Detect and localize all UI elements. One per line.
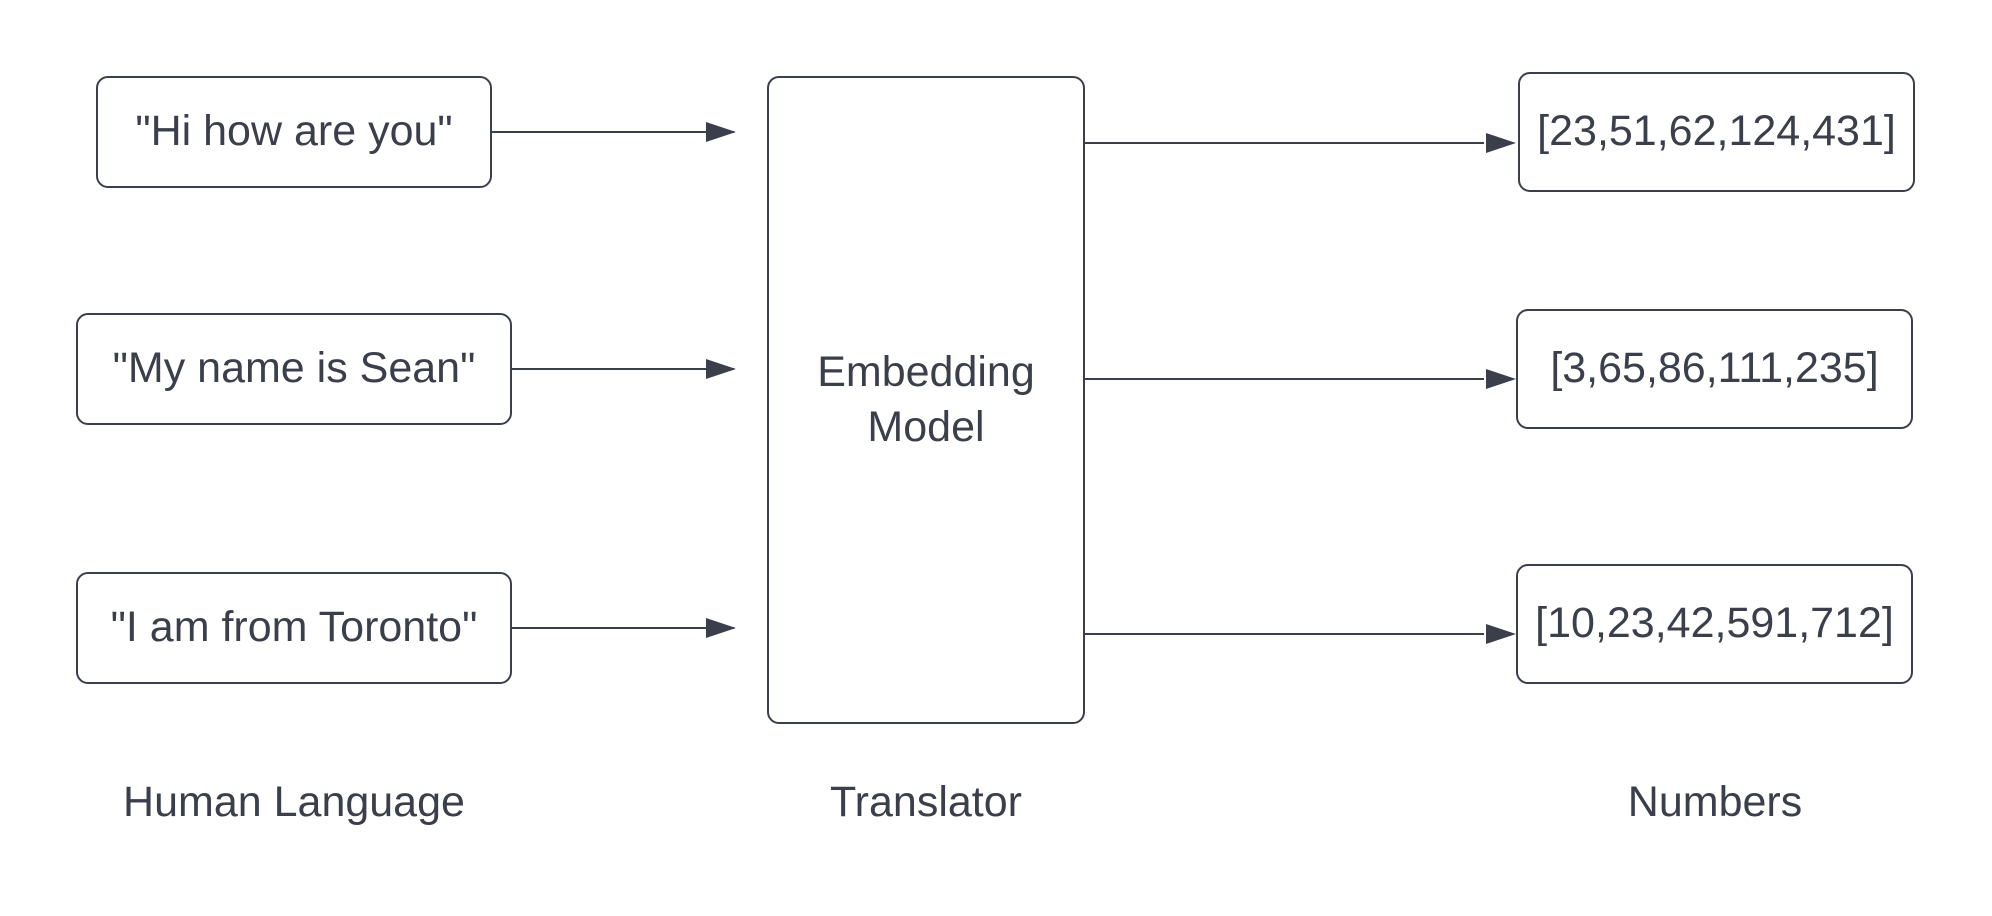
output-box-2: [3,65,86,111,235]	[1516, 309, 1913, 429]
output-text-3: [10,23,42,591,712]	[1535, 599, 1894, 648]
input-text-3: "I am from Toronto"	[110, 603, 478, 652]
output-box-3: [10,23,42,591,712]	[1516, 564, 1913, 684]
arrowhead-output-2	[1486, 369, 1516, 389]
arrowhead-output-3	[1486, 624, 1516, 644]
embedding-model-box: Embedding Model	[767, 76, 1085, 724]
input-box-2: "My name is Sean"	[76, 313, 512, 425]
input-box-1: "Hi how are you"	[96, 76, 492, 188]
arrowhead-output-1	[1486, 133, 1516, 153]
output-text-1: [23,51,62,124,431]	[1537, 107, 1896, 156]
caption-human-language: Human Language	[123, 778, 465, 826]
input-box-3: "I am from Toronto"	[76, 572, 512, 684]
model-label-line-2: Model	[867, 403, 985, 451]
input-text-2: "My name is Sean"	[112, 344, 476, 393]
arrowhead-input-3	[706, 618, 736, 638]
caption-translator: Translator	[830, 778, 1022, 826]
model-label-line-1: Embedding	[817, 348, 1035, 397]
output-box-1: [23,51,62,124,431]	[1518, 72, 1915, 192]
arrowhead-input-2	[706, 359, 736, 379]
input-text-1: "Hi how are you"	[135, 107, 453, 156]
arrowhead-input-1	[706, 122, 736, 142]
output-text-2: [3,65,86,111,235]	[1550, 344, 1879, 393]
caption-numbers: Numbers	[1627, 778, 1803, 826]
